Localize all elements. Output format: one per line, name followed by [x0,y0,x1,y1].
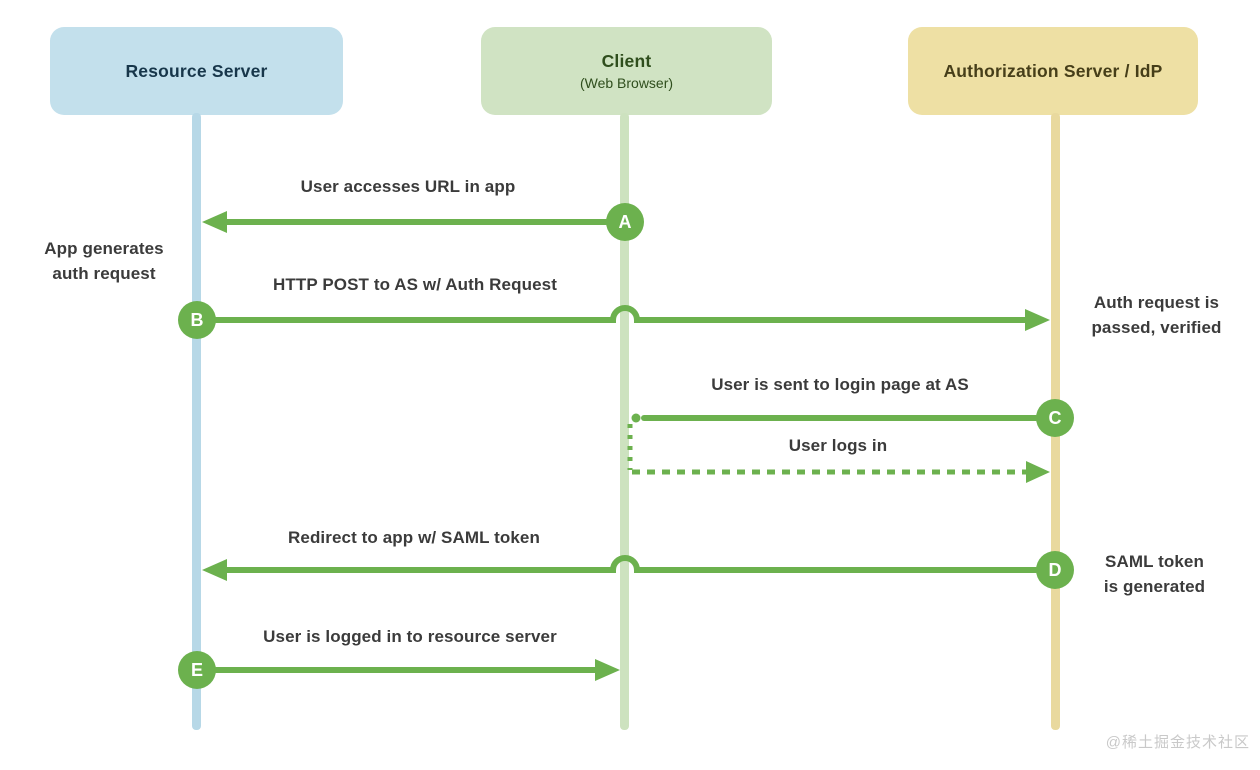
note-line: App generates [44,239,164,258]
arrow-login [632,461,1050,483]
actor-client-title: Client [601,51,652,71]
message-label-b: HTTP POST to AS w/ Auth Request [273,275,557,294]
juejin-watermark: @稀土掘金技术社区 [1105,734,1250,751]
note-line: auth request [52,264,156,283]
actor-client: Client (Web Browser) [481,27,772,115]
message-label-d: Redirect to app w/ SAML token [288,528,540,547]
note-saml-token-generated: SAML token is generated [1062,549,1247,599]
actor-resource-server-title: Resource Server [125,60,268,81]
message-label-login: User logs in [788,436,888,455]
message-label-e: User is logged in to resource server [263,627,557,646]
note-line: is generated [1103,577,1206,596]
arrow-e [213,659,620,681]
arrow-c [631,413,1039,423]
note-line: SAML token [1105,552,1204,571]
note-auth-request-verified: Auth request is passed, verified [1064,290,1249,340]
lifeline-client [620,113,629,730]
lifeline-resource-server [192,113,201,730]
note-line: passed, verified [1091,318,1222,337]
actor-resource-server: Resource Server [50,27,343,115]
step-marker-c: C [1036,399,1074,437]
actor-authorization-server-title: Authorization Server / IdP [943,60,1163,81]
note-app-generates-auth-request: App generates auth request [14,236,194,286]
actor-client-subtitle: (Web Browser) [579,75,674,91]
arrow-d [202,555,1039,581]
step-marker-b: B [178,301,216,339]
arrow-b [213,305,1050,331]
arrow-a [202,211,609,233]
step-marker-e: E [178,651,216,689]
message-label-c: User is sent to login page at AS [711,375,969,394]
note-line: Auth request is [1093,293,1220,312]
message-label-a: User accesses URL in app [300,177,516,196]
step-marker-a: A [606,203,644,241]
actor-authorization-server: Authorization Server / IdP [908,27,1198,115]
step-marker-d: D [1036,551,1074,589]
